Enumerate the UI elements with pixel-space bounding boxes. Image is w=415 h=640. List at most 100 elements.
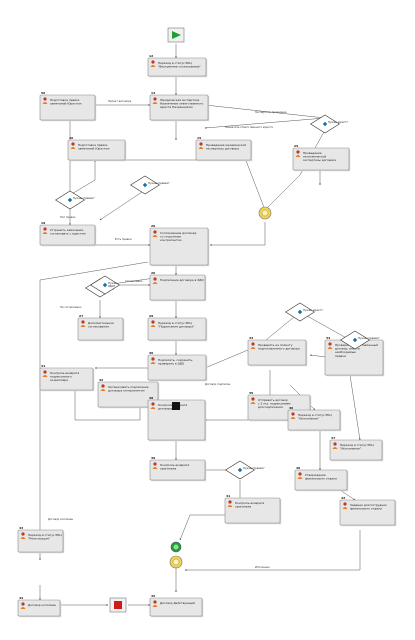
task-label: Дополнительное xyxy=(88,321,114,325)
gateway-icon xyxy=(237,467,243,473)
edge-label: Согласовано xyxy=(125,279,143,283)
task-label: финансового отдела xyxy=(305,477,337,481)
task-label: замечаний Юристом xyxy=(78,147,109,151)
user-icon xyxy=(43,370,47,374)
task-label: Назначение ответственного xyxy=(160,102,204,106)
gateway-label: Нужны правки? xyxy=(73,196,95,200)
user-icon xyxy=(199,142,203,146)
user-icon xyxy=(43,227,47,231)
task-label: Утверждение xyxy=(305,473,326,477)
gateway-node[interactable]: Нужны правки? xyxy=(340,330,381,350)
user-icon xyxy=(291,412,295,416)
user-icon xyxy=(153,230,157,234)
timer-event-2 xyxy=(170,541,182,553)
task-label: для подписания xyxy=(258,405,283,409)
task-number: 35 xyxy=(249,391,253,395)
edge-labels: Проект договора Экспертиза проведена Наз… xyxy=(48,99,287,569)
task-number: 31 xyxy=(41,364,45,368)
task-label: экземпляра xyxy=(50,378,68,382)
user-icon xyxy=(343,502,347,506)
gateway-label: Нужен юрист? xyxy=(328,120,348,124)
gateway-node[interactable]: Нужны правки? xyxy=(225,460,266,480)
user-icon xyxy=(298,472,302,476)
gateway-icon xyxy=(297,309,303,315)
task-number: 30 xyxy=(149,351,153,355)
gateway-node[interactable]: Нужен юрист? xyxy=(310,114,349,134)
task-number: 29 xyxy=(149,314,153,318)
task-label: с 2 экз. подписанием xyxy=(258,402,291,406)
task-number: 13 xyxy=(151,91,155,95)
gateway-node[interactable]: Нужны правки? xyxy=(55,190,96,210)
task-label: Подписание договора в ЭДО xyxy=(160,278,204,282)
gateway-label: Нужны правки? xyxy=(148,181,170,185)
user-icon xyxy=(151,60,155,64)
user-icon xyxy=(228,500,232,504)
gateway-label: Нужны правки? xyxy=(243,466,265,470)
task-label: "Подписание договора" xyxy=(158,325,195,329)
start-event xyxy=(167,27,185,43)
task-number: 12 xyxy=(149,54,153,58)
task-number: 56 xyxy=(41,91,45,95)
task-label: Организовать подписание xyxy=(108,385,149,389)
user-icon xyxy=(151,402,155,406)
task-number: 44 xyxy=(19,596,23,600)
task-label: договора xyxy=(158,407,172,411)
edge-label: Нет правок xyxy=(60,215,76,219)
edge-label: Назначить ответственного юриста xyxy=(225,125,273,129)
task-label: контрагентом xyxy=(160,238,182,242)
task-label: договора контрагентом xyxy=(108,389,145,393)
user-icon xyxy=(21,602,25,606)
task-label: договор, внести xyxy=(335,347,360,351)
task-label: согласование xyxy=(88,325,109,329)
edge-label: Исполнено xyxy=(255,565,270,569)
task-label: проверить в ЭДО xyxy=(158,362,185,366)
edge-label: Договор исполнен xyxy=(48,517,73,521)
user-icon xyxy=(151,320,155,324)
task-label: подготовленного договора xyxy=(258,347,300,351)
user-icon xyxy=(251,397,255,401)
task-number: 42 xyxy=(341,496,345,500)
task-number: 37 xyxy=(331,436,335,440)
user-icon xyxy=(153,97,157,101)
task-label: Переход в статус РКЦ xyxy=(340,443,374,447)
task-label: Юридическая экспертиза xyxy=(160,98,199,102)
task-label: Устранить замечания, xyxy=(50,228,84,232)
stop-icon xyxy=(114,601,122,609)
task-label: Договор исполнен xyxy=(28,603,56,607)
task-number: 27 xyxy=(79,314,83,318)
task-label: правки xyxy=(335,354,346,358)
gateway-node[interactable]: Нужны правки? xyxy=(130,175,171,195)
task-label: Переход в статус РКЦ xyxy=(298,413,332,417)
task-label: Проверить на полноту xyxy=(258,343,293,347)
gateway-label: Нужен юрист? xyxy=(303,308,323,312)
task-label: экспертизы договора xyxy=(303,158,336,162)
task-number: 19 xyxy=(41,221,45,225)
gateway-node[interactable]: Нужен юрист? xyxy=(285,302,324,322)
